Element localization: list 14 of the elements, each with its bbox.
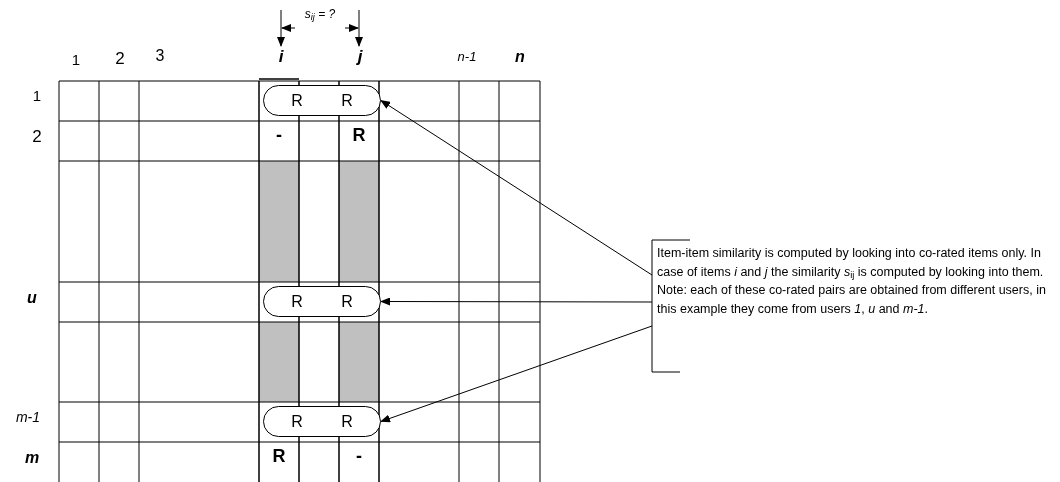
arrow [380, 99, 653, 276]
co-rated-pair-pill [263, 85, 381, 116]
arrow [380, 297, 653, 306]
co-rated-pair-pill [263, 286, 381, 317]
column-label: n-1 [455, 50, 479, 63]
rating-text: R [341, 413, 353, 430]
rating-text: R [291, 413, 303, 430]
note-text: Item-item similarity is computed by looking into co-rated items only. In case of items i and j the similarity s$_{ij}$ is computed by looking into them. Note: each of these co-rated pairs are obtained from different users, in this example they come from users 1, u and m-1. [657, 245, 1047, 318]
rating-text: R [341, 92, 353, 109]
co-rated-pair-pill [263, 406, 381, 437]
rating-text: R [291, 293, 303, 310]
rating-text: R [291, 92, 303, 109]
arrow [380, 325, 653, 423]
rating-text: R [341, 293, 353, 310]
